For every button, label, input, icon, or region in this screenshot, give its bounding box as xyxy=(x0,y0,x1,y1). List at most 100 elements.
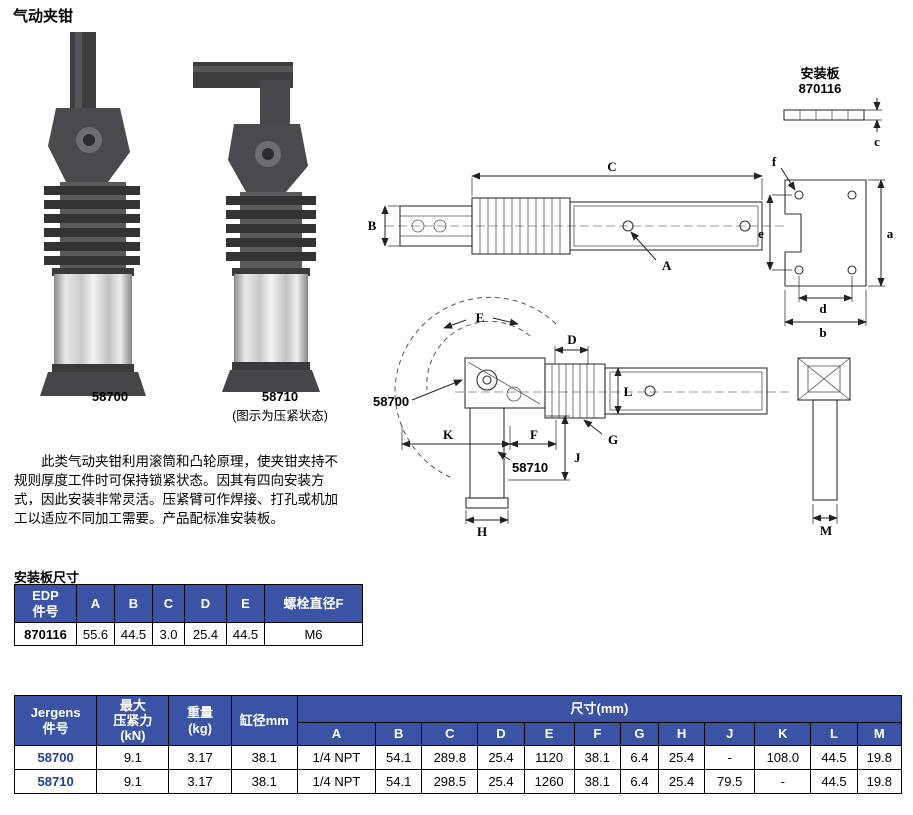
spec-cell: 44.5 xyxy=(810,745,858,770)
clamp-photo-58710 xyxy=(193,62,320,392)
dim-label-f: f xyxy=(772,154,777,169)
spec-header-part: Jergens 件号 xyxy=(13,695,98,746)
clamp-photo-58700 xyxy=(40,32,146,396)
mount-plate-table: EDP 件号 A B C D E 螺栓直径F 870116 55.6 44.5 … xyxy=(14,584,363,646)
mount-header-bolt: 螺栓直径F xyxy=(264,584,363,623)
dim-label-M: M xyxy=(820,523,832,538)
spec-cell: 1120 xyxy=(523,745,575,770)
spec-cell: 19.8 xyxy=(856,745,903,770)
spec-cell: 25.4 xyxy=(657,769,706,794)
spec-cell: 298.5 xyxy=(421,769,479,794)
mount-table-title: 安装板尺寸 xyxy=(14,570,80,585)
dim-label-J: J xyxy=(574,450,581,465)
spec-cell: - xyxy=(704,745,756,770)
dim-label-L: L xyxy=(624,384,633,399)
spec-cell: 6.4 xyxy=(619,769,659,794)
dim-label-A: A xyxy=(662,258,672,273)
dim-label-F: F xyxy=(530,427,538,442)
mount-header-c: C xyxy=(152,584,185,623)
product-photo-art xyxy=(40,32,320,396)
mount-header-d: D xyxy=(184,584,227,623)
spec-part-number: 58700 xyxy=(13,745,98,770)
spec-cell: 79.5 xyxy=(704,769,756,794)
product-description: 此类气动夹钳利用滚筒和凸轮原理，使夹钳夹持不规则厚度工件时可保持锁紧状态。因其有… xyxy=(14,454,338,527)
product-label-58710: 58710 xyxy=(261,389,299,404)
mounting-plate-drawing: 安装板 870116 c f e xyxy=(758,66,894,340)
mount-header-e: E xyxy=(226,584,265,623)
dim-label-D: D xyxy=(567,332,576,347)
dim-label-b: b xyxy=(819,325,826,340)
dim-label-K: K xyxy=(443,427,454,442)
spec-dim-col-J: J xyxy=(704,722,756,746)
dim-label-d: d xyxy=(819,301,827,316)
top-view-drawing: C B A xyxy=(368,159,785,273)
bottom-view-drawing: E xyxy=(373,296,790,539)
spec-cell: 3.17 xyxy=(168,745,232,770)
mount-cell-c: 3.0 xyxy=(152,622,185,646)
spec-dim-col-F: F xyxy=(573,722,621,746)
spec-cell: 3.17 xyxy=(168,769,232,794)
end-view-drawing: M xyxy=(797,357,851,538)
spec-cell: 6.4 xyxy=(619,745,659,770)
mount-cell-edp: 870116 xyxy=(14,622,77,646)
product-label-58700: 58700 xyxy=(91,389,129,404)
spec-cell: 1/4 NPT xyxy=(296,745,377,770)
spec-header-dims: 尺寸(mm) xyxy=(296,695,903,723)
spec-dim-col-A: A xyxy=(296,722,377,746)
spec-cell: 38.1 xyxy=(573,769,621,794)
spec-cell: 25.4 xyxy=(477,769,525,794)
technical-drawings: C B A 安装板 870116 c xyxy=(368,66,894,539)
mount-cell-d: 25.4 xyxy=(184,622,227,646)
spec-table: Jergens 件号 最大 压紧力 (kN) 重量 (kg) 缸径mm 尺寸(m… xyxy=(13,695,903,794)
spec-dim-col-K: K xyxy=(754,722,812,746)
spec-header-bore: 缸径mm xyxy=(230,695,298,746)
spec-cell: 1260 xyxy=(523,769,575,794)
spec-cell: 108.0 xyxy=(754,745,812,770)
dim-label-E: E xyxy=(476,310,485,325)
spec-dim-col-D: D xyxy=(477,722,525,746)
mount-table-header-row: EDP 件号 A B C D E 螺栓直径F xyxy=(14,584,363,623)
spec-cell: 1/4 NPT xyxy=(296,769,377,794)
spec-cell: 54.1 xyxy=(375,745,423,770)
spec-part-number: 58710 xyxy=(13,769,98,794)
spec-dim-col-G: G xyxy=(619,722,659,746)
dim-label-c: c xyxy=(874,134,880,149)
mount-cell-b: 44.5 xyxy=(114,622,153,646)
spec-cell: 54.1 xyxy=(375,769,423,794)
spec-dim-col-E: E xyxy=(523,722,575,746)
spec-cell: 9.1 xyxy=(96,745,170,770)
spec-dim-col-C: C xyxy=(421,722,479,746)
dim-label-C: C xyxy=(607,159,616,174)
spec-cell: 19.8 xyxy=(856,769,903,794)
dim-label-G: G xyxy=(608,432,618,447)
spec-cell: 38.1 xyxy=(573,745,621,770)
spec-row-58710: 58710 9.1 3.17 38.1 1/4 NPT 54.1 298.5 2… xyxy=(13,769,903,794)
spec-dim-col-B: B xyxy=(375,722,423,746)
mount-cell-a: 55.6 xyxy=(76,622,115,646)
spec-cell: 289.8 xyxy=(421,745,479,770)
mount-header-edp: EDP 件号 xyxy=(14,584,77,623)
spec-dim-col-L: L xyxy=(810,722,858,746)
plate-title: 安装板 xyxy=(800,66,840,81)
mount-cell-bolt: M6 xyxy=(264,622,363,646)
spec-header-weight: 重量 (kg) xyxy=(168,695,232,746)
spec-header-force: 最大 压紧力 (kN) xyxy=(96,695,170,746)
spec-dim-col-M: M xyxy=(856,722,903,746)
dim-label-H: H xyxy=(477,524,487,539)
model-label-58700: 58700 xyxy=(373,394,409,409)
mount-cell-e: 44.5 xyxy=(226,622,265,646)
model-label-58710: 58710 xyxy=(512,460,548,475)
dim-label-a: a xyxy=(887,226,894,241)
dim-label-e: e xyxy=(758,226,764,241)
mount-header-b: B xyxy=(114,584,153,623)
spec-cell: 25.4 xyxy=(477,745,525,770)
product-photos: 58700 58710 (图示为压紧状态) xyxy=(8,24,368,429)
plate-number: 870116 xyxy=(799,81,842,96)
mount-header-a: A xyxy=(76,584,115,623)
spec-cell: 38.1 xyxy=(230,745,298,770)
photo-state-note: (图示为压紧状态) xyxy=(232,409,328,423)
spec-cell: 38.1 xyxy=(230,769,298,794)
spec-cell: 44.5 xyxy=(810,769,858,794)
spec-dim-col-H: H xyxy=(657,722,706,746)
